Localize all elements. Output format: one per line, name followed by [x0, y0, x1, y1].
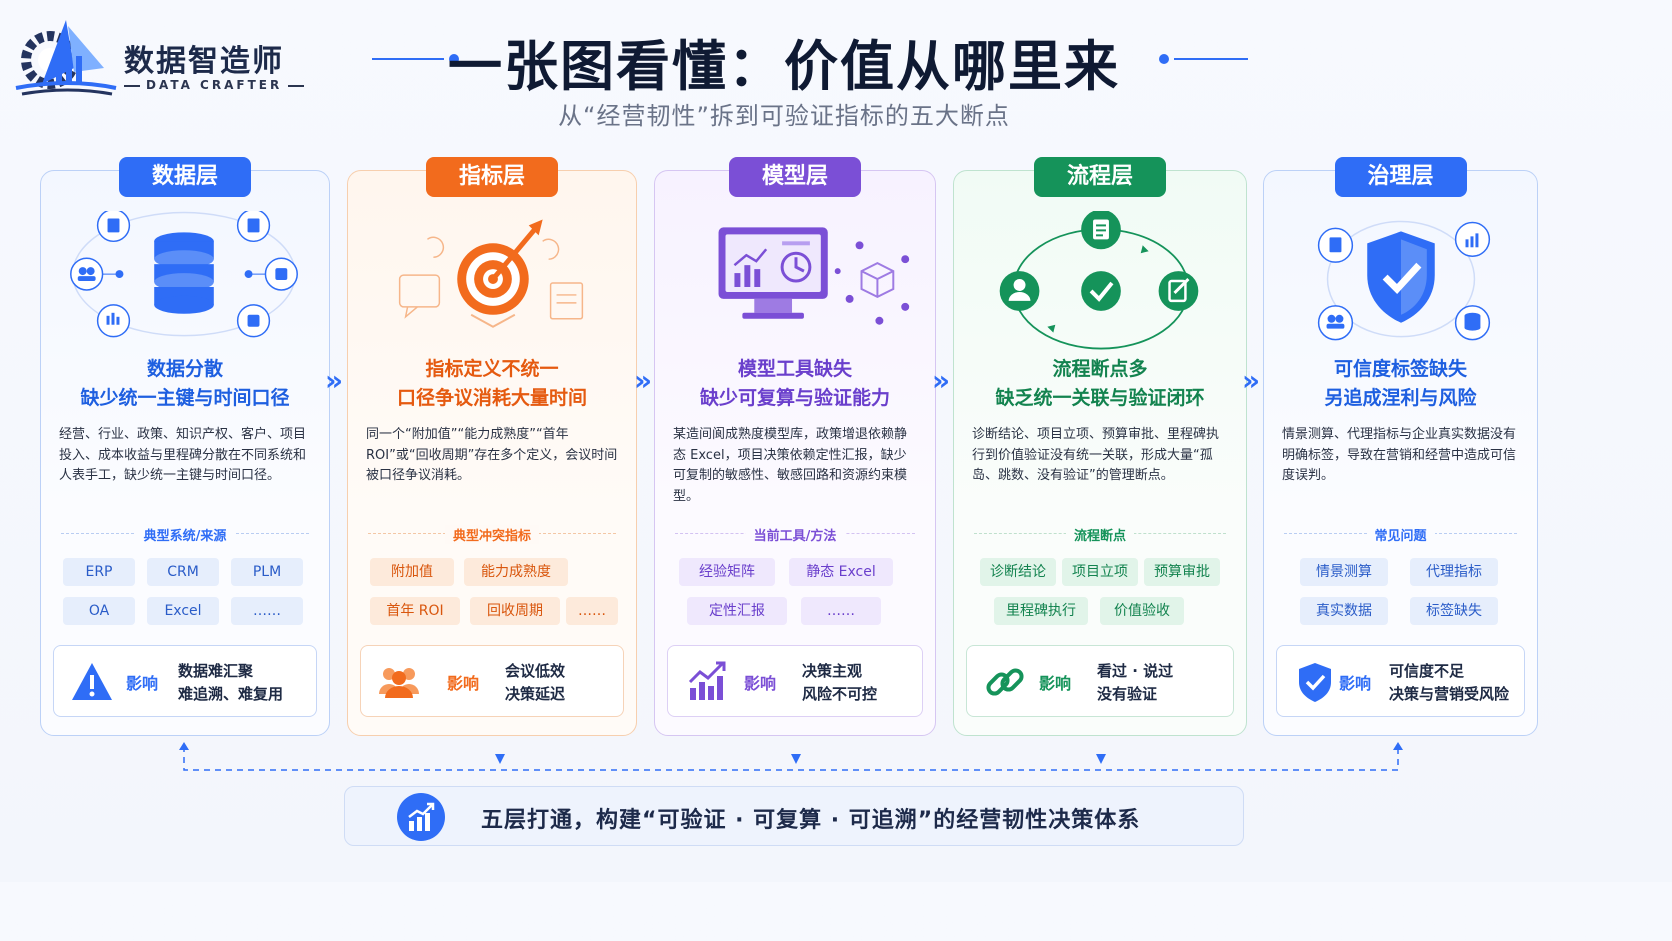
chevron-right-icon: » — [932, 364, 951, 397]
chip-first-year-roi: 首年 ROI — [370, 597, 460, 625]
impact-data-layer: 影响 数据难汇聚 难追溯、难复用 — [53, 645, 317, 717]
desc-process-layer: 诊断结论、项目立项、预算审批、里程碑执行到价值验证没有统一关联，形成大量“孤岛、… — [972, 427, 1220, 483]
column-metric-layer: 指标层 指标定义不统一口径争议消耗大量时间 同一个“附加值”“能力成熟度”“首年… — [347, 157, 637, 736]
chip-erp: ERP — [63, 558, 135, 586]
page-title: 一张图看懂：价值从哪里来 — [448, 35, 1120, 98]
database-icon — [70, 211, 298, 338]
chip-excel: Excel — [147, 597, 219, 625]
chip-qualitative-report: 定性汇报 — [687, 597, 787, 625]
growth-chart-icon — [397, 793, 445, 841]
link-icon — [986, 668, 1024, 696]
people-icon — [379, 668, 419, 698]
section-divider: 流程断点 — [974, 525, 1226, 544]
chip-oa: OA — [63, 597, 135, 625]
title-deco-left — [372, 54, 459, 64]
desc-model-layer: 某造间阆成熟度模型库，政策增退依赖静态 Excel，项目决策依赖定性汇报，缺少可… — [673, 427, 908, 504]
chip-more: …… — [231, 597, 303, 625]
chip-budget-approval: 预算审批 — [1144, 558, 1220, 586]
chevron-right-icon: » — [1242, 364, 1261, 397]
chip-label-missing: 标签缺失 — [1410, 597, 1498, 625]
chip-static-excel: 静态 Excel — [789, 558, 893, 586]
summary-text: 五层打通，构建“可验证 · 可复算 · 可追溯”的经营韧性决策体系 — [481, 808, 1141, 833]
column-process-layer: 流程层 流程断点多缺乏统一关联与验证闭环 诊断结论、项目立项、预算审批、里程碑执… — [953, 157, 1247, 736]
heading-metric-layer: 指标定义不统一口径争议消耗大量时间 — [396, 358, 587, 409]
chevron-right-icon: » — [634, 364, 653, 397]
chip-more: …… — [801, 597, 881, 625]
column-governance-layer: 治理层 可信度标签缺失另追成涅利与风险 情景测算、代理指标与企业真实数据没有明确… — [1263, 157, 1538, 736]
connector-lines — [179, 742, 1403, 771]
chip-real-data: 真实数据 — [1300, 597, 1388, 625]
section-divider: 当前工具/方法 — [675, 525, 915, 544]
desc-metric-layer: 同一个“附加值”“能力成熟度”“首年 ROI”或“回收周期”存在多个定义，会议时… — [366, 427, 618, 483]
impact-model-layer: 影响 决策主观 风险不可控 — [667, 645, 923, 717]
chip-maturity: 能力成熟度 — [464, 558, 568, 586]
section-divider: 常见问题 — [1284, 525, 1517, 544]
warning-icon — [72, 663, 112, 700]
impact-governance-layer: 影响 可信度不足 决策与营销受风险 — [1276, 645, 1525, 717]
brand-sub: DATA CRAFTER — [124, 78, 305, 92]
impact-metric-layer: 影响 会议低效 决策延迟 — [360, 645, 624, 717]
brand-name: 数据智造师 — [124, 44, 284, 79]
summary-bar: 五层打通，构建“可验证 · 可复算 · 可追溯”的经营韧性决策体系 — [344, 786, 1244, 846]
chip-project-approval: 项目立项 — [1062, 558, 1138, 586]
section-divider: 典型冲突指标 — [368, 525, 616, 544]
tag-process-layer: 流程层 — [1034, 157, 1166, 197]
tag-model-layer: 模型层 — [729, 157, 861, 197]
title-deco-right — [1159, 54, 1248, 64]
dashboard-icon — [718, 227, 910, 325]
brand-logo: 数据智造师 DATA CRAFTER — [12, 12, 312, 98]
desc-governance-layer: 情景测算、代理指标与企业真实数据没有明确标签，导致在营销和经营中造成可信度误判。 — [1282, 427, 1517, 483]
column-data-layer: 数据层 数据分散缺少统一主键与时间口径 经营、行业、政策、知识产 — [40, 157, 330, 736]
tag-data-layer: 数据层 — [119, 157, 251, 197]
heading-data-layer: 数据分散缺少统一主键与时间口径 — [80, 358, 290, 409]
target-icon — [398, 219, 584, 328]
chart-up-icon — [688, 661, 726, 700]
impact-process-layer: 影响 看过 · 说过 没有验证 — [966, 645, 1234, 717]
chip-plm: PLM — [231, 558, 303, 586]
column-model-layer: 模型层 模型工具缺失缺少可复算与验证能力 某造间阆成熟度模型库，政策增退依赖静态… — [654, 157, 936, 736]
heading-model-layer: 模型工具缺失缺少可复算与验证能力 — [699, 358, 890, 409]
crafter-logo-icon — [15, 20, 117, 96]
tag-metric-layer: 指标层 — [426, 157, 558, 197]
chip-diagnosis: 诊断结论 — [980, 558, 1056, 586]
desc-data-layer: 经营、行业、政策、知识产权、客户、项目投入、成本收益与里程碑分散在不同系统和人表… — [59, 427, 307, 483]
chip-value-added: 附加值 — [370, 558, 454, 586]
chip-payback: 回收周期 — [470, 597, 560, 625]
chip-proxy-metric: 代理指标 — [1410, 558, 1498, 586]
chip-scenario-calc: 情景测算 — [1300, 558, 1388, 586]
shield-check-icon — [1299, 663, 1331, 702]
chip-crm: CRM — [147, 558, 219, 586]
section-divider: 典型系统/来源 — [61, 525, 309, 544]
heading-governance-layer: 可信度标签缺失另追成涅利与风险 — [1324, 358, 1477, 409]
chip-milestone: 里程碑执行 — [994, 597, 1088, 625]
shield-icon — [1317, 220, 1491, 341]
chip-value-acceptance: 价值验收 — [1100, 597, 1184, 625]
cycle-icon — [999, 211, 1199, 350]
chip-experience-matrix: 经验矩阵 — [679, 558, 775, 586]
page-subtitle: 从“经营韧性”拆到可验证指标的五大断点 — [558, 102, 1010, 130]
chevron-right-icon: » — [325, 364, 344, 397]
heading-process-layer: 流程断点多缺乏统一关联与验证闭环 — [995, 358, 1205, 409]
tag-governance-layer: 治理层 — [1334, 157, 1467, 197]
chip-more: …… — [566, 597, 618, 625]
